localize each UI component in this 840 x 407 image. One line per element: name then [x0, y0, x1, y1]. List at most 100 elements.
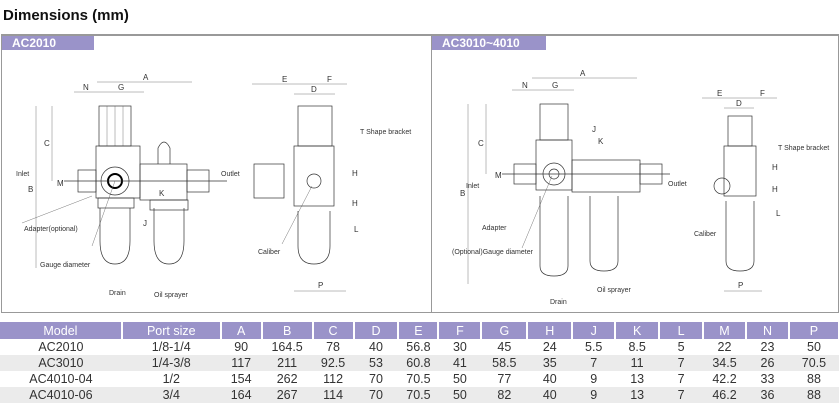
drawing-stroke [589, 196, 619, 272]
drawing-label: Caliber [258, 249, 281, 256]
drawing-stroke [281, 185, 313, 245]
table-cell: 70.5 [398, 387, 439, 403]
drawing-label: M [57, 179, 64, 188]
panel-label: AC3010~4010 [432, 36, 546, 50]
drawing-label: F [760, 89, 765, 98]
drawing-label: B [28, 185, 33, 194]
drawing-label: Gauge diameter [40, 262, 91, 269]
drawing-label: Outlet [221, 171, 240, 178]
drawing-stroke [725, 201, 755, 272]
table-cell: 92.5 [312, 355, 354, 371]
table-cell: 56.8 [406, 340, 431, 354]
table-cell: 267 [261, 387, 313, 403]
column-header: L [659, 322, 705, 339]
drawing-stroke [97, 197, 135, 209]
drawing-label: Drain [109, 290, 126, 297]
drawing-stroke [713, 177, 731, 195]
drawing-label: A [580, 69, 586, 78]
table-cell: 70.5 [788, 355, 839, 371]
table-cell: 53 [353, 355, 399, 371]
column-header: G [481, 322, 529, 339]
table-cell: 88 [788, 387, 839, 403]
table-cell: 50 [438, 387, 482, 403]
table-cell: 7 [572, 355, 616, 371]
table-cell: 164 [220, 387, 262, 403]
table-cell: 9 [572, 387, 616, 403]
column-header: M [703, 322, 747, 339]
table-cell: AC3010 [0, 355, 122, 371]
table-cell: 77 [497, 372, 512, 386]
drawing-stroke [571, 159, 641, 193]
column-header: F [438, 322, 483, 339]
drawing-stroke [535, 139, 573, 191]
table-cell: 26 [745, 355, 789, 371]
table-cell: 50 [452, 372, 467, 386]
column-header: J [572, 322, 617, 339]
drawing-label: F [327, 75, 332, 84]
table-cell: 13 [615, 387, 660, 403]
drawing-stroke [539, 103, 569, 141]
table-cell: 40 [369, 340, 383, 354]
table-cell: 262 [276, 372, 298, 386]
drawing-stroke [723, 145, 757, 197]
column-header: D [353, 322, 400, 339]
drawing-label: N [522, 81, 528, 90]
drawing-label: T Shape bracket [778, 145, 829, 152]
table-cell: 8.5 [628, 340, 646, 354]
drawing-label: A [143, 73, 149, 82]
table-cell: 33 [760, 372, 775, 386]
drawing-label: J [592, 125, 596, 134]
drawing-label: H [772, 163, 778, 172]
table-cell: 41 [438, 355, 482, 371]
column-header: Port size [121, 322, 222, 339]
drawing-label: Oil sprayer [154, 292, 189, 299]
table-cell: 1/4-3/8 [121, 355, 221, 371]
table-cell: 58.5 [481, 355, 528, 371]
table-cell: 70 [353, 387, 399, 403]
table-cell: 34.5 [703, 355, 746, 371]
column-header: Model [0, 322, 123, 339]
drawing-stroke [99, 208, 131, 265]
drawing-label: E [717, 89, 722, 98]
drawing-label: L [776, 209, 781, 218]
drawing-stroke [727, 115, 753, 147]
drawing-label: Oil sprayer [597, 287, 632, 294]
table-cell: 36 [745, 387, 789, 403]
table-cell: 5.5 [585, 340, 603, 354]
table-cell: AC4010-06 [0, 387, 122, 403]
drawing-label: P [738, 281, 743, 290]
drawing-label: H [772, 185, 778, 194]
table-cell: 211 [261, 355, 313, 371]
table-cell: 88 [807, 372, 821, 386]
table-cell: AC2010 [38, 340, 84, 354]
drawing-stroke [253, 163, 285, 199]
table-cell: 3/4 [121, 387, 221, 403]
drawing-label: Adapter(optional) [24, 226, 78, 233]
column-header: P [788, 322, 840, 339]
drawing-label: Inlet [16, 171, 29, 178]
drawing-label: K [598, 137, 604, 146]
table-cell: 114 [312, 387, 354, 403]
drawing-stroke [293, 145, 335, 207]
drawing-label: Outlet [668, 181, 687, 188]
table-cell: 13 [630, 372, 645, 386]
table-cell: 9 [590, 372, 598, 386]
table-cell: 164.5 [271, 340, 303, 354]
drawing-label: J [143, 219, 147, 228]
table-cell: 7 [659, 387, 704, 403]
drawing-label: (Optional)Gauge diameter [452, 249, 534, 256]
table-cell: 42.2 [712, 372, 737, 386]
drawing-label: T Shape bracket [360, 129, 411, 136]
table-cell: AC4010-04 [29, 372, 93, 386]
drawing-label: Inlet [466, 183, 479, 190]
